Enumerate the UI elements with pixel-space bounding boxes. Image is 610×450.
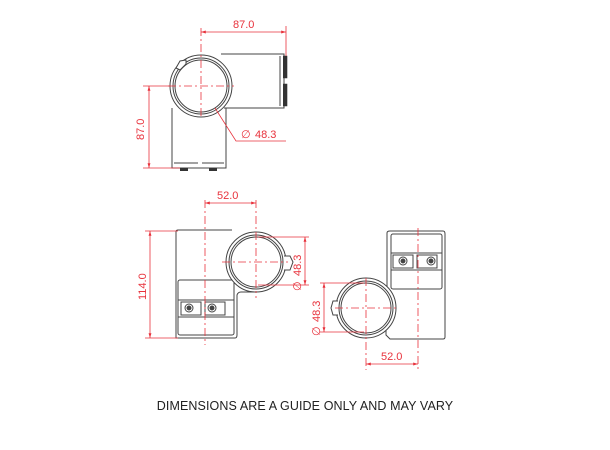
dimensions-disclaimer: DIMENSIONS ARE A GUIDE ONLY AND MAY VARY bbox=[156, 399, 454, 413]
side-view-diameter-dimension: 48.3 bbox=[311, 301, 323, 322]
side-view-diameter-symbol: ∅ bbox=[311, 326, 323, 336]
side-view-dimensions bbox=[320, 228, 419, 370]
front-view-diameter-dimension: 48.3 bbox=[292, 255, 304, 276]
front-view-vertical-dimension: 114.0 bbox=[137, 273, 149, 300]
side-view bbox=[330, 230, 446, 340]
front-view-dimensions bbox=[145, 200, 309, 345]
top-view-vertical-dimension: 87.0 bbox=[135, 119, 147, 140]
front-view-diameter-symbol: ∅ bbox=[292, 281, 304, 291]
top-view-dimensions bbox=[143, 26, 287, 169]
front-view-horizontal-dimension: 52.0 bbox=[217, 190, 238, 202]
side-view-horizontal-dimension: 52.0 bbox=[381, 351, 402, 363]
front-view bbox=[175, 229, 294, 339]
top-view-horizontal-dimension: 87.0 bbox=[233, 19, 254, 31]
top-view-diameter-symbol: ∅ bbox=[241, 129, 251, 141]
top-view-diameter-dimension: 48.3 bbox=[255, 129, 276, 141]
top-view bbox=[169, 53, 288, 171]
